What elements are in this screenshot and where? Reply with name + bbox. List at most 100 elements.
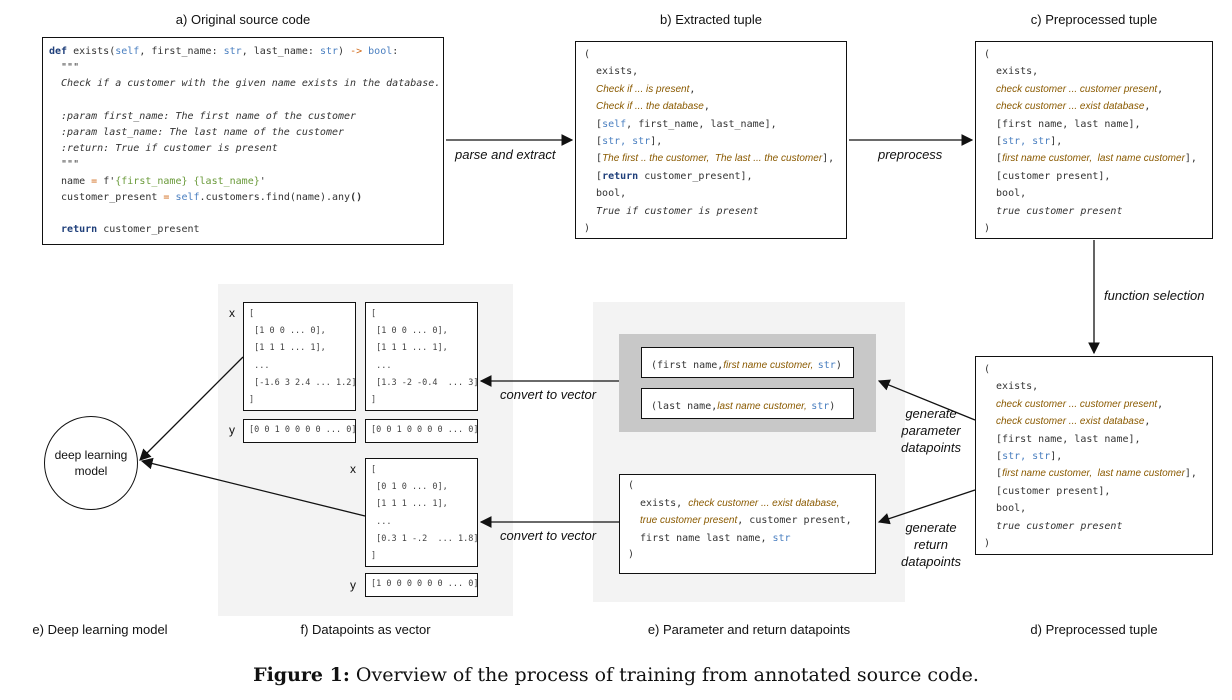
tuple-param-names: [self, first_name, last_name], [584, 118, 777, 130]
caption-text: Overview of the process of training from… [349, 664, 979, 686]
sel-tuple-param-types: [str, str], [984, 450, 1063, 462]
pre-tuple-short-desc: check customer ... customer present, [996, 83, 1164, 95]
tuple-return-type: bool, [584, 188, 627, 200]
tuple-open: ( [584, 49, 591, 60]
y-label-param: y [229, 423, 235, 437]
vec-row: [1 0 0 0 0 0 0 ... 0] [371, 579, 479, 589]
ret-line-1: exists, check customer ... exist databas… [628, 497, 840, 509]
figure-caption: Figure 1: Overview of the process of tra… [0, 664, 1232, 686]
vec-row: ] [371, 394, 377, 405]
vec-row: [-1.6 3 2.4 ... 1.2] [249, 377, 357, 388]
arrow-generate-param [877, 379, 976, 421]
vec-row: [1 1 1 ... 1], [249, 343, 326, 354]
arrow-param-to-model [139, 356, 244, 461]
vec-row: [1 1 1 ... 1], [371, 499, 448, 510]
label-generate-return: generate return datapoints [896, 519, 966, 570]
param-y-vector-2: [0 0 1 0 0 0 0 ... 0] [365, 419, 478, 443]
param-datapoint-first-name: (first name,first name customer, str) [641, 347, 854, 378]
title-deep-learning-model: e) Deep learning model [32, 622, 168, 637]
gen-return-line: datapoints [901, 554, 961, 569]
tuple-return-exprs: [return customer_present], [584, 170, 753, 182]
sel-tuple-long-desc: check customer ... exist database, [996, 416, 1151, 428]
code-line-3: Check if a customer with the given name … [49, 78, 441, 90]
code-line-9: name = f'{first_name} {last_name}' [49, 175, 266, 187]
return-datapoint-box: ( exists, check customer ... exist datab… [619, 474, 876, 574]
sel-tuple-param-comments: [first name customer, last name customer… [984, 468, 1197, 480]
title-parameter-return: e) Parameter and return datapoints [647, 622, 851, 637]
sel-tuple-return-type: bool, [984, 503, 1027, 515]
sel-tuple-open: ( [984, 364, 991, 375]
deep-learning-model-node: deep learning model [44, 416, 138, 510]
tuple-long-desc: Check if ... the database, [596, 101, 710, 113]
tuple-param-types: [str, str], [584, 135, 663, 147]
pre-tuple-long-desc: check customer ... exist database, [996, 101, 1151, 113]
sel-tuple-return-comment: true customer present [984, 520, 1123, 532]
vec-row: [ [371, 309, 377, 319]
label-function-selection: function selection [1104, 288, 1205, 303]
label-convert-return: convert to vector [500, 528, 597, 543]
ret-line-3: first name last name, str [628, 532, 791, 544]
code-line-2: """ [49, 62, 80, 74]
code-line-7: :return: True if customer is present [49, 143, 278, 155]
sel-tuple-return-exprs: [customer present], [984, 485, 1111, 497]
vec-row: [ [371, 465, 377, 475]
y-label-return: y [350, 578, 356, 592]
title-datapoints-vector: f) Datapoints as vector [300, 622, 431, 637]
ret-open: ( [628, 480, 635, 491]
tuple-name: exists, [584, 66, 639, 78]
label-convert-param: convert to vector [500, 387, 597, 402]
ret-line-2: true customer present, customer present, [640, 515, 852, 526]
vec-row: [1.3 -2 -0.4 ... 3] [371, 377, 479, 388]
sel-tuple-close: ) [984, 537, 991, 549]
vec-row: [0.3 1 -.2 ... 1.8] [371, 533, 479, 544]
vec-row: ... [371, 516, 392, 527]
arrow-generate-return [877, 489, 976, 525]
label-generate-param: generate parameter datapoints [896, 405, 966, 456]
param-x-vector-2: [ [1 0 0 ... 0], [1 1 1 ... 1], ... [1.3… [365, 302, 478, 411]
vec-row: [1 0 0 ... 0], [371, 326, 448, 337]
vec-row: ... [249, 360, 270, 371]
sel-tuple-param-names: [first name, last name], [984, 433, 1141, 445]
code-line-5: :param first_name: The first name of the… [49, 110, 357, 122]
gen-return-line: return [914, 537, 948, 552]
vec-row: ] [249, 394, 255, 405]
label-parse-extract: parse and extract [455, 147, 556, 162]
x-label-param: x [229, 306, 235, 320]
code-line-6: :param last_name: The last name of the c… [49, 126, 345, 138]
sel-tuple-short-desc: check customer ... customer present, [996, 398, 1164, 410]
vec-row: ... [371, 360, 392, 371]
return-x-vector: [ [0 1 0 ... 0], [1 1 1 ... 1], ... [0.3… [365, 458, 478, 567]
vec-row: [ [249, 309, 255, 319]
preprocessed-tuple-box-d: ( exists, check customer ... customer pr… [975, 356, 1213, 555]
title-original-source: a) Original source code [175, 12, 311, 27]
vec-row: ] [371, 550, 377, 561]
pre-tuple-return-comment: true customer present [984, 205, 1123, 217]
arrow-return-to-model [140, 457, 366, 517]
pre-tuple-return-exprs: [customer present], [984, 170, 1111, 182]
model-label-line-2: model [74, 464, 108, 478]
x-label-return: x [350, 462, 356, 476]
label-preprocess: preprocess [878, 147, 943, 162]
model-label-line-1: deep learning [54, 448, 128, 462]
return-y-vector: [1 0 0 0 0 0 0 ... 0] [365, 573, 478, 597]
vec-row: [0 0 1 0 0 0 0 ... 0] [371, 425, 479, 435]
title-preprocessed-tuple-d: d) Preprocessed tuple [1030, 622, 1158, 637]
param-datapoint-last-name: (last name,last name customer, str) [641, 388, 854, 419]
ret-close: ) [628, 549, 635, 560]
gen-param-line: datapoints [901, 440, 961, 455]
param-y-vector-1: [0 0 1 0 0 0 0 ... 0] [243, 419, 356, 443]
source-code-box: def exists(self, first_name: str, last_n… [42, 37, 444, 245]
extracted-tuple-box: ( exists, Check if ... is present, Check… [575, 41, 847, 239]
code-line-12: return customer_present [49, 224, 200, 236]
pre-tuple-open: ( [984, 49, 991, 60]
title-extracted-tuple: b) Extracted tuple [660, 12, 762, 27]
preprocessed-tuple-box-c: ( exists, check customer ... customer pr… [975, 41, 1213, 239]
tuple-return-comment: True if customer is present [584, 205, 759, 217]
code-line-1: def exists(self, first_name: str, last_n… [49, 46, 399, 57]
pre-tuple-param-comments: [first name customer, last name customer… [984, 153, 1197, 165]
caption-label: Figure 1: [253, 664, 350, 686]
code-line-8: """ [49, 159, 80, 171]
tuple-param-comments: [The first .. the customer, The last ...… [584, 153, 835, 165]
tuple-close: ) [584, 222, 591, 234]
